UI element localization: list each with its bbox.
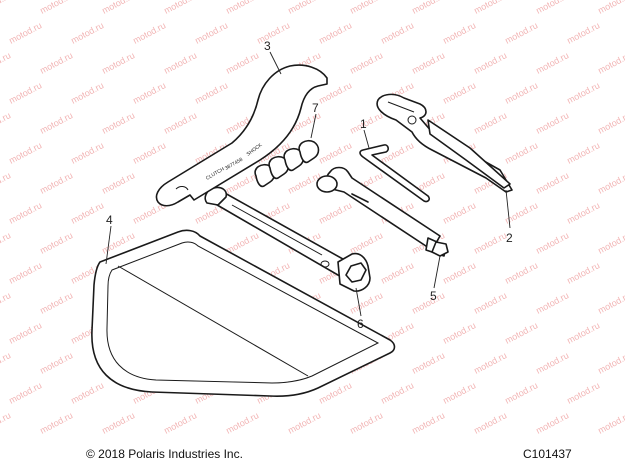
copyright-text: © 2018 Polaris Industries Inc. (86, 447, 243, 461)
leader-lines (105, 51, 511, 317)
hex-key (359, 144, 431, 203)
callout-1: 1 (360, 117, 367, 131)
tool-pouch (91, 229, 396, 397)
callouts: 3 7 1 2 4 5 6 (106, 39, 513, 331)
plug-wrench (316, 166, 449, 257)
diagram-code: C101437 (523, 447, 572, 461)
callout-2: 2 (506, 231, 513, 245)
callout-4: 4 (106, 213, 113, 227)
callout-5: 5 (430, 289, 437, 303)
callout-3: 3 (264, 39, 271, 53)
pliers (376, 93, 513, 193)
callout-6: 6 (357, 317, 364, 331)
spring-clips (254, 139, 320, 188)
callout-7: 7 (312, 101, 319, 115)
spark-plug-socket (204, 186, 371, 292)
spanner-wrench: SHOCK 3877458 CLUTCH (155, 64, 328, 207)
